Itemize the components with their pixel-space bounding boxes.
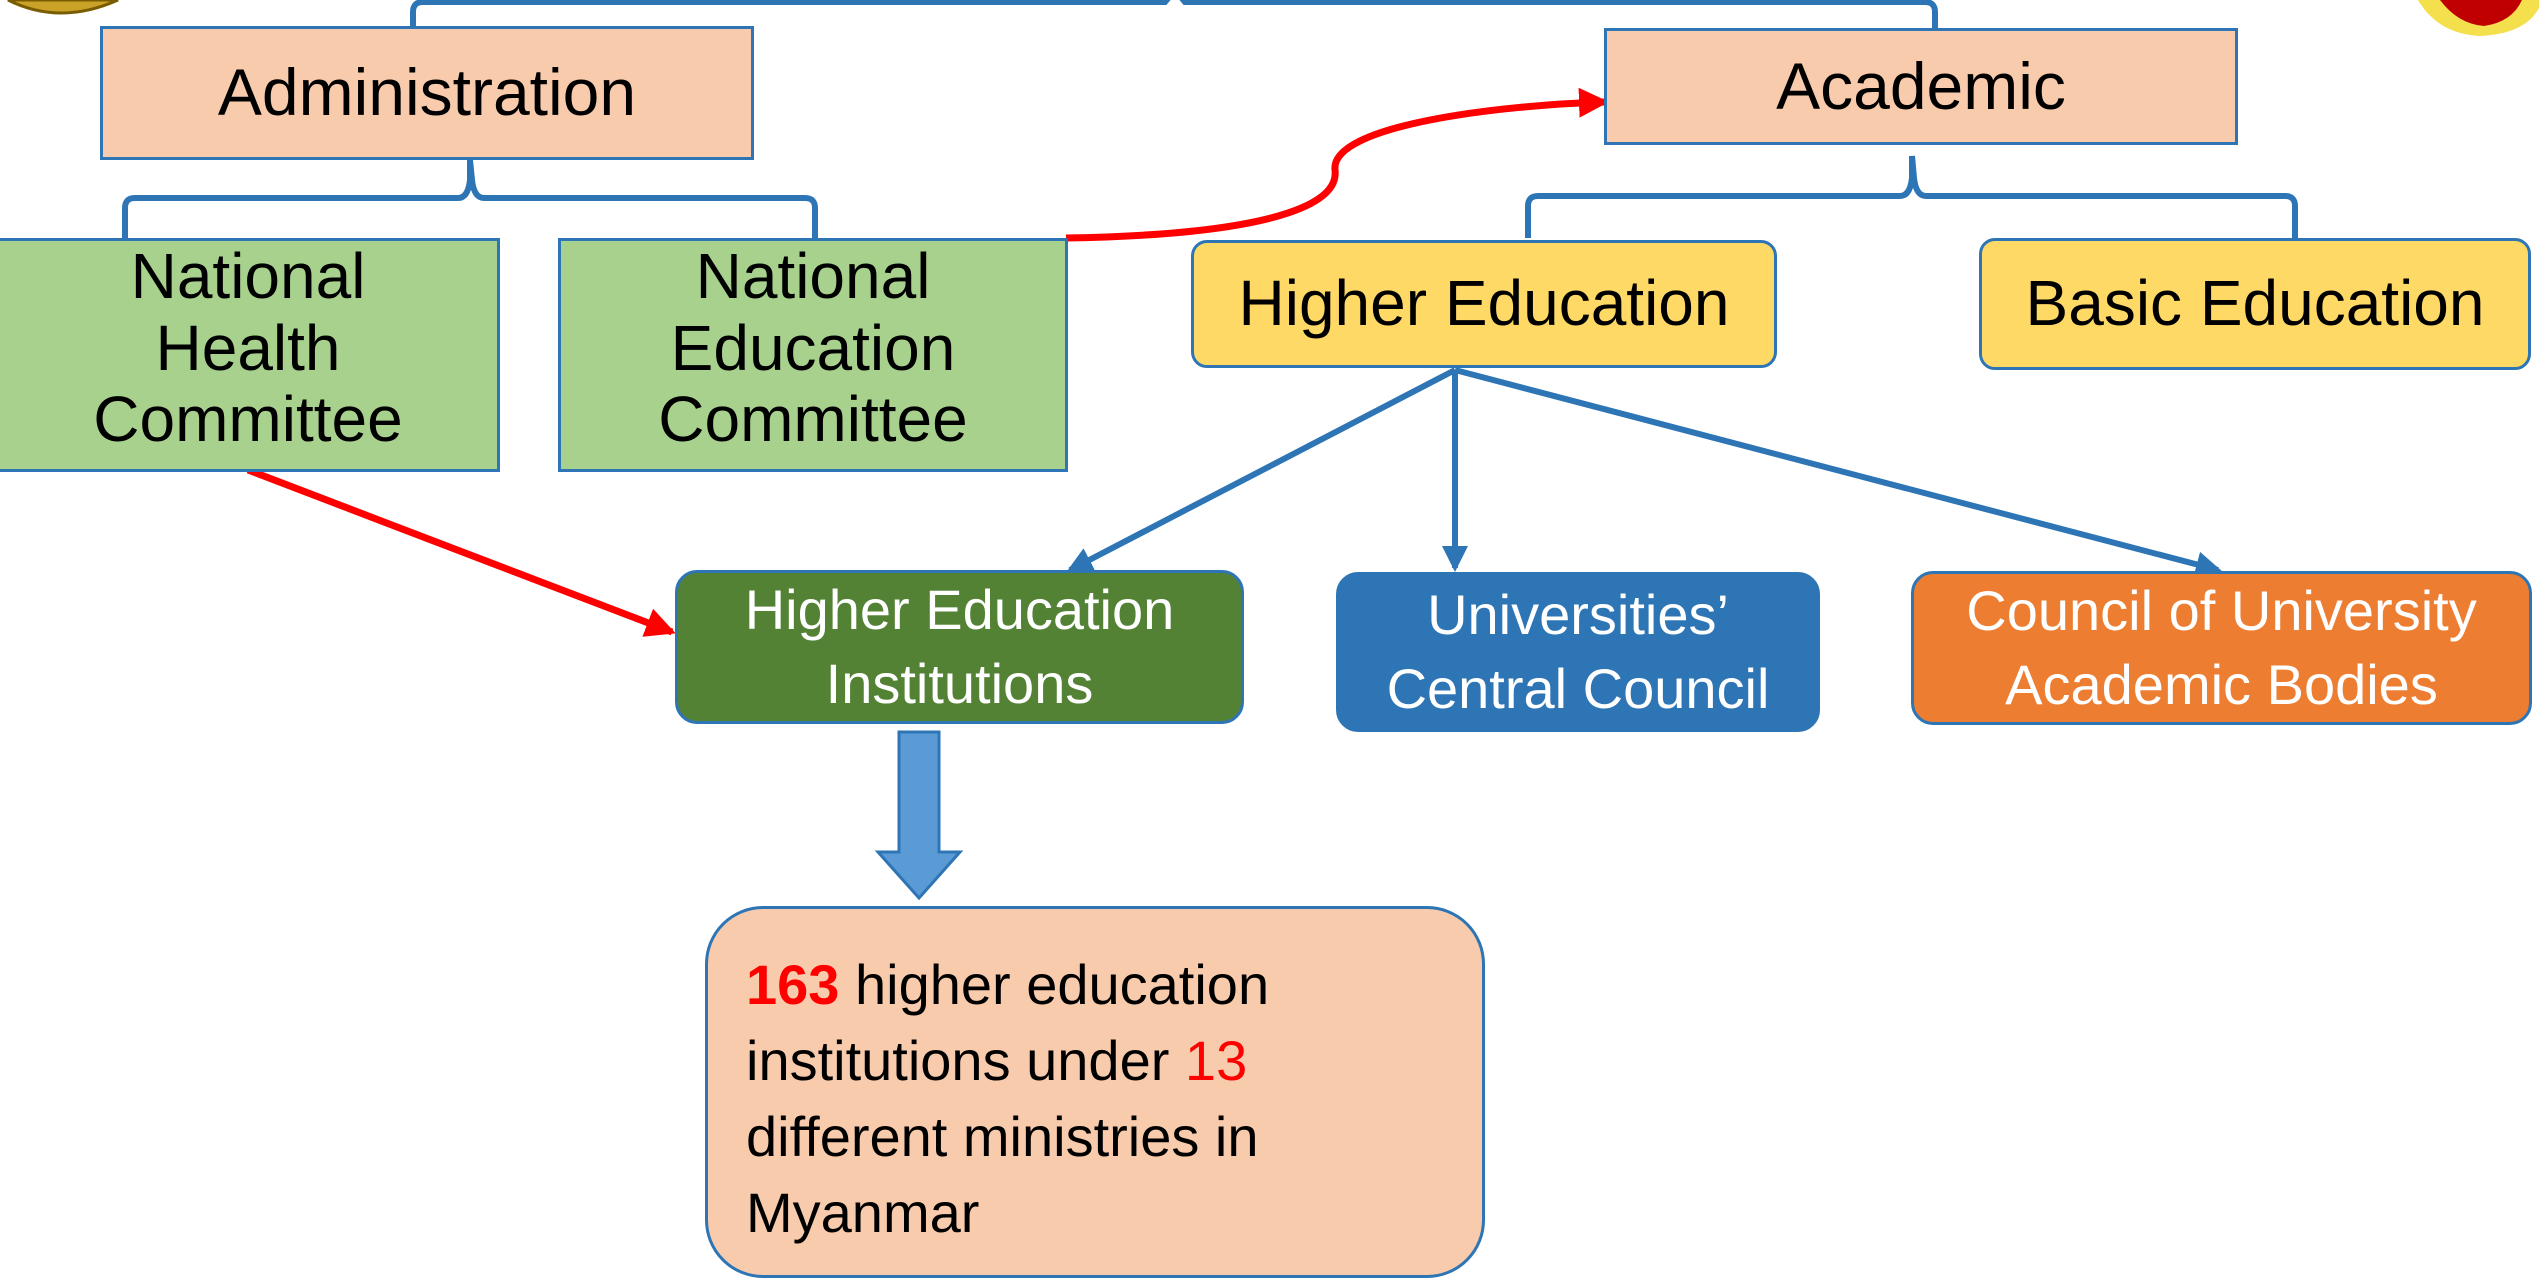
- summary-text-4: Myanmar: [746, 1181, 980, 1244]
- summary-line-2: institutions under 13: [746, 1023, 1452, 1099]
- summary-line-1: 163 higher education: [746, 947, 1452, 1023]
- universities-central-council-node: Universities’ Central Council: [1336, 572, 1820, 732]
- academic-bracket: [1525, 155, 2298, 238]
- summary-text-2: institutions under: [746, 1029, 1185, 1092]
- administration-node: Administration: [100, 26, 754, 160]
- academic-node: Academic: [1604, 28, 2238, 145]
- nec-line-2: Education: [670, 311, 956, 384]
- ucc-line-2: Central Council: [1386, 657, 1770, 720]
- cuab-line-1: Council of University: [1966, 579, 2477, 643]
- hei-line-1: Higher Education: [744, 578, 1175, 642]
- basic-education-node: Basic Education: [1979, 238, 2531, 370]
- hei-line-2: Institutions: [825, 652, 1094, 715]
- summary-text-1: higher education: [839, 953, 1270, 1016]
- academic-label: Academic: [1776, 48, 2066, 123]
- top-bracket: [410, 0, 1938, 32]
- red-arrow-nhc-to-hei: [246, 466, 676, 637]
- nhc-line-1: National: [130, 240, 366, 312]
- cuab-line-2: Academic Bodies: [2005, 653, 2438, 716]
- ucc-line-1: Universities’: [1427, 583, 1729, 647]
- arrow-to-cuab: [1454, 367, 2222, 577]
- higher-education-institutions-node: Higher Education Institutions: [675, 570, 1244, 724]
- administration-label: Administration: [217, 55, 637, 130]
- arrow-to-hei: [1066, 367, 1457, 573]
- nec-line-3: Committee: [658, 383, 968, 456]
- left-logo: [7, 0, 119, 15]
- summary-line-4: Myanmar: [746, 1175, 1452, 1251]
- national-health-committee-node: National Health Committee: [0, 238, 500, 472]
- ministries-count: 13: [1184, 1029, 1248, 1092]
- council-of-university-academic-bodies-node: Council of University Academic Bodies: [1911, 571, 2532, 725]
- block-arrow-down: [874, 730, 964, 901]
- nec-line-1: National: [695, 240, 931, 312]
- right-logo: [2418, 0, 2539, 36]
- national-education-committee-node: National Education Committee: [558, 238, 1068, 472]
- nhc-line-3: Committee: [93, 383, 403, 456]
- red-arrow-nec-to-academic: [1065, 87, 1609, 242]
- summary-box: 163 higher education institutions under …: [705, 906, 1485, 1278]
- basic-education-label: Basic Education: [2025, 267, 2485, 340]
- higher-education-label: Higher Education: [1238, 267, 1730, 340]
- summary-line-3: different ministries in: [746, 1099, 1452, 1175]
- summary-text-3: different ministries in: [746, 1105, 1259, 1168]
- administration-bracket: [122, 159, 818, 238]
- higher-education-node: Higher Education: [1191, 240, 1777, 368]
- institution-count: 163: [746, 953, 840, 1016]
- nhc-line-2: Health: [155, 311, 341, 384]
